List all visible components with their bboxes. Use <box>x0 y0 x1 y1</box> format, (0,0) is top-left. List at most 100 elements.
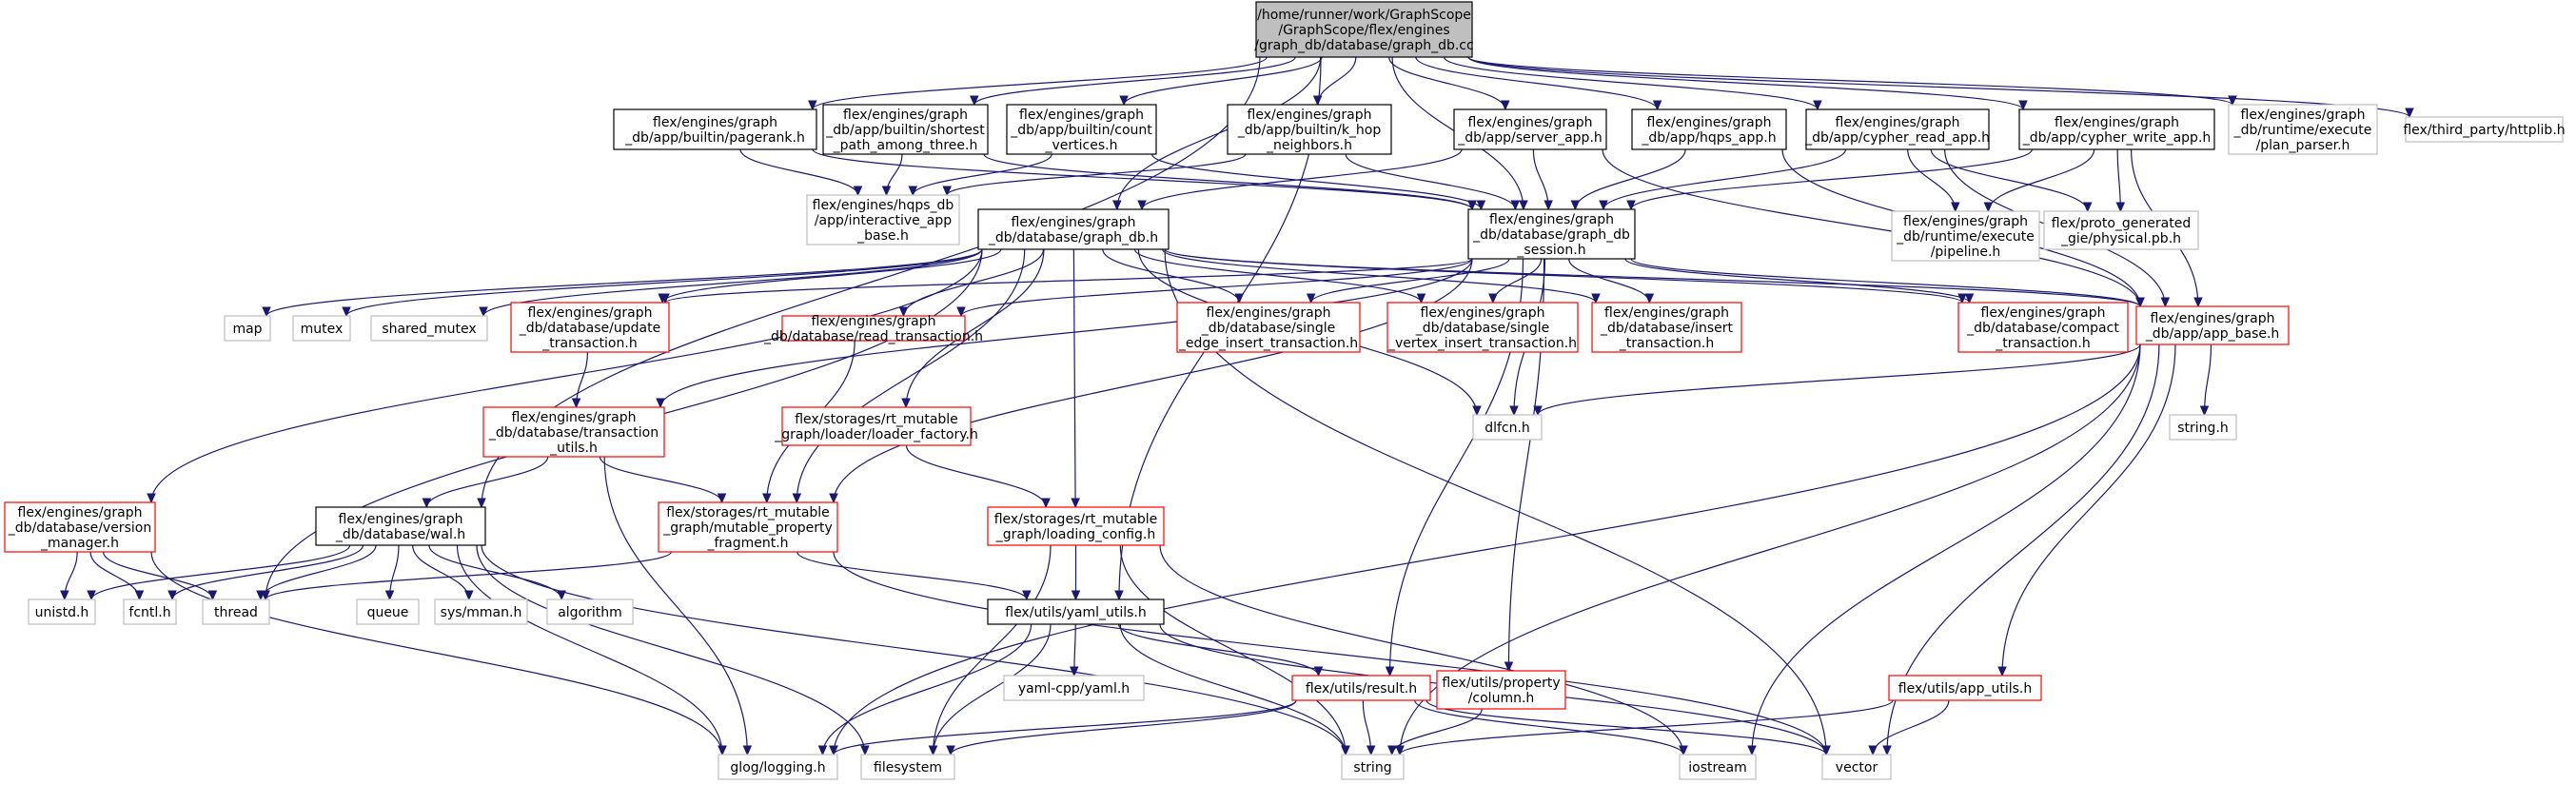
node-graph-db-h[interactable]: flex/engines/graph_db/database/graph_db.… <box>977 208 1170 250</box>
edge-arrowhead <box>2135 297 2145 308</box>
node-label-line: flex/engines/graph <box>2055 115 2179 130</box>
node-label-line: flex/utils/property <box>1442 676 1560 691</box>
node-label-line: dlfcn.h <box>1485 421 1530 436</box>
edge-arrowhead <box>1395 745 1405 756</box>
node-label-line: flex/storages/rt_mutable <box>666 505 830 520</box>
edge-wal-to-fcntl <box>167 544 364 601</box>
node-layer: /home/runner/work/GraphScope/GraphScope/… <box>4 1 2566 780</box>
edge-line <box>905 248 1045 408</box>
node-update-txn[interactable]: flex/engines/graph_db/database/update_tr… <box>510 302 670 353</box>
edge-line <box>1119 544 1347 756</box>
node-wal[interactable]: flex/engines/graph_db/database/wal.h <box>315 506 486 546</box>
edge-root-to-pagerank <box>808 56 1268 111</box>
node-loading-config[interactable]: flex/storages/rt_mutable_graph/loading_c… <box>987 506 1165 546</box>
node-hqps-app[interactable]: flex/engines/graph_db/app/hqps_app.h <box>1631 108 1787 150</box>
node-label-line: flex/engines/graph <box>1981 305 2106 321</box>
edge-arrowhead <box>1997 666 2007 677</box>
node-cypher-read[interactable]: flex/engines/graph_db/app/cypher_read_ap… <box>1804 108 1990 150</box>
edge-loading-config-to-filesystem <box>928 544 1052 756</box>
node-label-line: flex/engines/graph <box>1647 115 1772 130</box>
node-box <box>1386 302 1579 353</box>
edge-graph-db-h-to-single-vertex <box>1133 248 1426 304</box>
edge-arrowhead <box>1983 202 1994 213</box>
edge-line <box>932 623 1052 756</box>
edge-arrowhead <box>1747 745 1757 756</box>
node-server[interactable]: flex/engines/graph_db/app/server_app.h <box>1453 108 1607 150</box>
edge-app-base-to-dlfcn <box>1533 343 2141 417</box>
node-box <box>987 599 1165 625</box>
edge-yaml-utils-to-glog <box>817 623 1032 756</box>
node-httplib: flex/third_party/httplib.h <box>2403 116 2566 143</box>
edge-arrowhead <box>1488 293 1498 304</box>
node-loader-factory[interactable]: flex/storages/rt_mutable_graph/loader/lo… <box>774 406 978 446</box>
node-label-line: _manager.h <box>40 536 119 551</box>
node-label-line: flex/engines/graph <box>1903 214 2028 229</box>
node-read-txn[interactable]: flex/engines/graph_db/database/read_tran… <box>763 314 983 344</box>
edge-arrowhead <box>1386 745 1397 756</box>
edge-wal-to-algorithm <box>428 544 566 601</box>
node-map: map <box>224 315 271 342</box>
edge-line <box>412 544 470 600</box>
edge-line <box>796 248 1026 503</box>
node-yaml-utils[interactable]: flex/utils/yaml_utils.h <box>987 599 1165 625</box>
edge-yaml-utils-to-filesystem <box>928 623 1052 756</box>
node-shared-mutex: shared_mutex <box>370 315 488 342</box>
node-root[interactable]: /home/runner/work/GraphScope/GraphScope/… <box>1254 1 1474 58</box>
node-result[interactable]: flex/utils/result.h <box>1291 675 1431 701</box>
node-box <box>434 599 528 625</box>
node-label-line: /plan_parser.h <box>2256 138 2350 153</box>
node-insert-txn[interactable]: flex/engines/graph_db/database/insert_tr… <box>1591 302 1742 353</box>
node-shortest[interactable]: flex/engines/graph_db/app/builtin/shorte… <box>822 104 989 155</box>
edge-app-base-to-app-utils <box>1997 343 2176 677</box>
node-mutable-prop[interactable]: flex/storages/rt_mutable_graph/mutable_p… <box>658 501 838 553</box>
node-cypher-write[interactable]: flex/engines/graph_db/app/cypher_write_a… <box>2018 108 2215 150</box>
edge-line <box>265 551 672 600</box>
edge-line <box>1602 148 2141 307</box>
edge-arrowhead <box>60 590 69 601</box>
node-label-line: flex/engines/graph <box>1468 115 1593 130</box>
edge-line <box>425 456 549 508</box>
edge-line <box>1907 148 1957 212</box>
node-box <box>1888 675 2042 701</box>
node-box <box>1227 104 1392 155</box>
edge-arrowhead <box>901 398 911 409</box>
edge-arrowhead <box>1882 745 1892 756</box>
node-string: string <box>1341 754 1405 780</box>
node-label-line: glog/logging.h <box>730 760 825 775</box>
edge-arrowhead <box>384 590 395 601</box>
edge-root-to-server <box>1388 56 1510 111</box>
node-single-vertex[interactable]: flex/engines/graph_db/database/single_ve… <box>1386 302 1579 353</box>
edge-arrowhead <box>970 95 979 107</box>
edge-line <box>973 56 1296 106</box>
node-dlfcn: dlfcn.h <box>1472 414 1543 441</box>
edge-hqps-app-to-session <box>1570 148 1686 211</box>
node-txn-utils[interactable]: flex/engines/graph_db/database/transacti… <box>482 406 665 458</box>
node-pagerank[interactable]: flex/engines/graph_db/app/builtin/pagera… <box>613 108 817 150</box>
node-compact-txn[interactable]: flex/engines/graph_db/database/compact_t… <box>1957 302 2129 353</box>
node-single-edge[interactable]: flex/engines/graph_db/database/single_ed… <box>1176 302 1361 353</box>
edge-session-to-txn-utils <box>656 258 1473 409</box>
edge-arrowhead <box>928 745 938 756</box>
edge-line <box>1151 153 1482 210</box>
edge-line <box>796 551 1028 600</box>
edge-arrowhead <box>1519 200 1528 211</box>
edge-txn-utils-to-glog <box>603 456 753 756</box>
edge-arrowhead <box>1112 200 1122 211</box>
node-count[interactable]: flex/engines/graph_db/app/builtin/count_… <box>1006 104 1157 155</box>
node-app-base[interactable]: flex/engines/graph_db/app/app_base.h <box>2135 305 2290 345</box>
node-box <box>1341 754 1405 780</box>
edge-yaml-utils-to-string <box>1119 623 1350 756</box>
node-version-mgr[interactable]: flex/engines/graph_db/database/version_m… <box>4 501 156 553</box>
node-box <box>202 599 270 625</box>
node-box <box>2018 108 2215 150</box>
edge-line <box>1164 248 2141 307</box>
node-app-utils[interactable]: flex/utils/app_utils.h <box>1888 675 2042 701</box>
edge-root-to-cypher-read <box>1443 56 1822 111</box>
node-session[interactable]: flex/engines/graph_db/database/graph_db_… <box>1467 208 1636 260</box>
node-label-line: sys/mman.h <box>441 605 522 620</box>
node-property-column[interactable]: flex/utils/property/column.h <box>1436 670 1566 710</box>
node-khop[interactable]: flex/engines/graph_db/app/builtin/k_hop_… <box>1227 104 1392 155</box>
edge-line <box>664 258 1473 304</box>
node-label-line: _db/database/graph_db <box>1472 227 1630 243</box>
edge-server-to-graph-db-h <box>1137 148 1463 211</box>
